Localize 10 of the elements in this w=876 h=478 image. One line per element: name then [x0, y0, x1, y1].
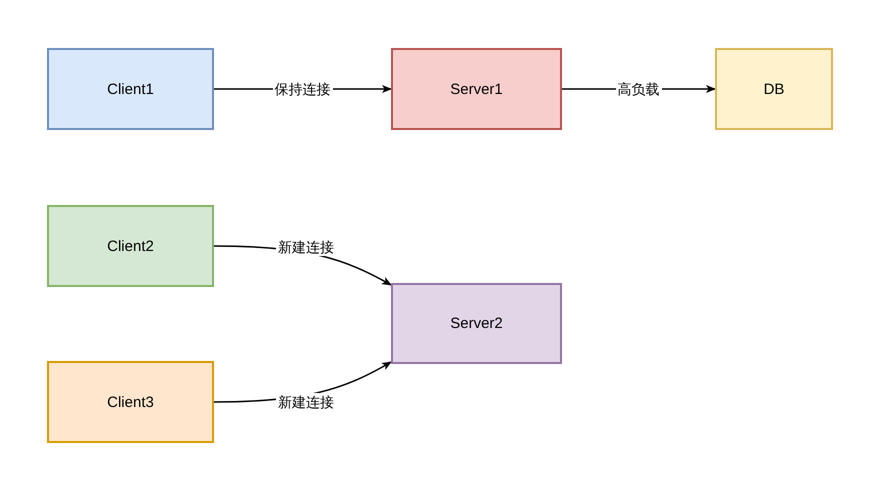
edge-label: 高负载: [616, 80, 662, 98]
edge-label: 新建连接: [276, 393, 336, 411]
edge-label: 保持连接: [272, 80, 332, 98]
edge-label: 新建连接: [276, 238, 336, 256]
process-box: DB: [715, 48, 833, 130]
process-box: Client2: [47, 205, 214, 287]
process-box: Client3: [47, 361, 214, 443]
process-box: Client1: [47, 48, 214, 130]
process-box: Server2: [391, 283, 562, 364]
process-box: Server1: [391, 48, 562, 130]
